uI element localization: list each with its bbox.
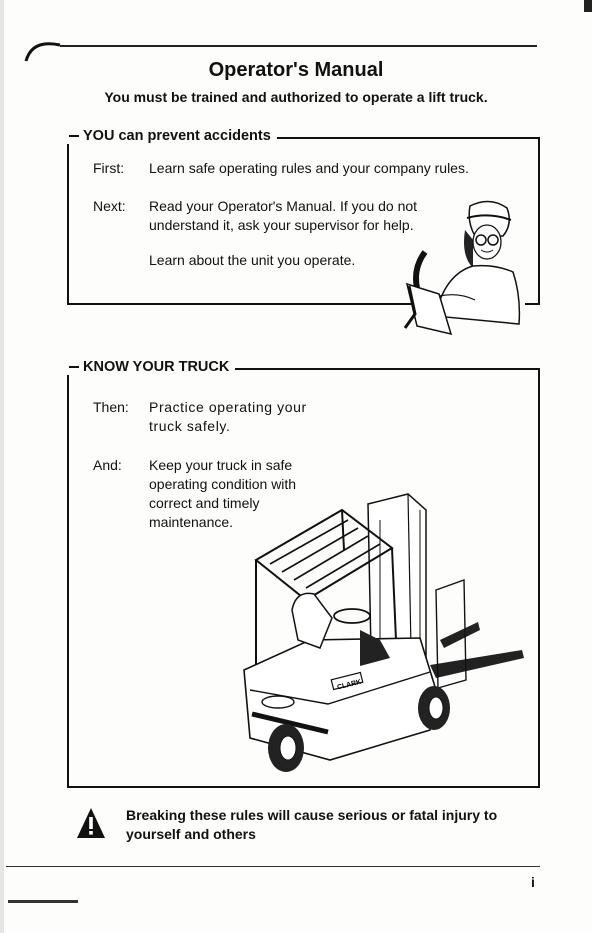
- rule-label: Next:: [93, 198, 126, 214]
- section-know-your-truck: KNOW YOUR TRUCK Then: Practice operating…: [65, 359, 540, 788]
- scan-edge: [0, 0, 4, 933]
- forklift-illustration: CLARK: [243, 493, 524, 772]
- section-prevent-accidents: YOU can prevent accidents First: Learn s…: [65, 128, 540, 305]
- rule-text: Learn about the unit you operate.: [149, 252, 356, 268]
- rule-text: Read your Operator's Manual. If you do n…: [149, 198, 418, 233]
- rule-label: And:: [93, 457, 122, 473]
- footer-rule: [6, 866, 540, 867]
- header-curve-decoration: [24, 42, 61, 62]
- page-subtitle: You must be trained and authorized to op…: [104, 89, 488, 105]
- page-title: Operator's Manual: [208, 59, 384, 81]
- rule-text: Learn safe operating rules and your comp…: [149, 160, 469, 176]
- scan-corner: [584, 0, 592, 12]
- section-heading: YOU can prevent accidents: [65, 128, 277, 144]
- safety-warning-text: Breaking these rules will cause serious …: [126, 807, 498, 842]
- section-heading: KNOW YOUR TRUCK: [65, 359, 236, 375]
- warning-triangle-icon: [77, 808, 105, 838]
- rule-text: Practice operating your truck safely.: [149, 399, 307, 434]
- rule-label: First:: [93, 160, 125, 176]
- header-rule: [60, 45, 537, 47]
- rule-label: Then:: [93, 399, 129, 415]
- rule-text: Keep your truck in safe operating condit…: [149, 457, 297, 530]
- operator-illustration: [403, 200, 525, 336]
- page-number: i: [531, 874, 535, 890]
- footer-bar: [8, 900, 78, 903]
